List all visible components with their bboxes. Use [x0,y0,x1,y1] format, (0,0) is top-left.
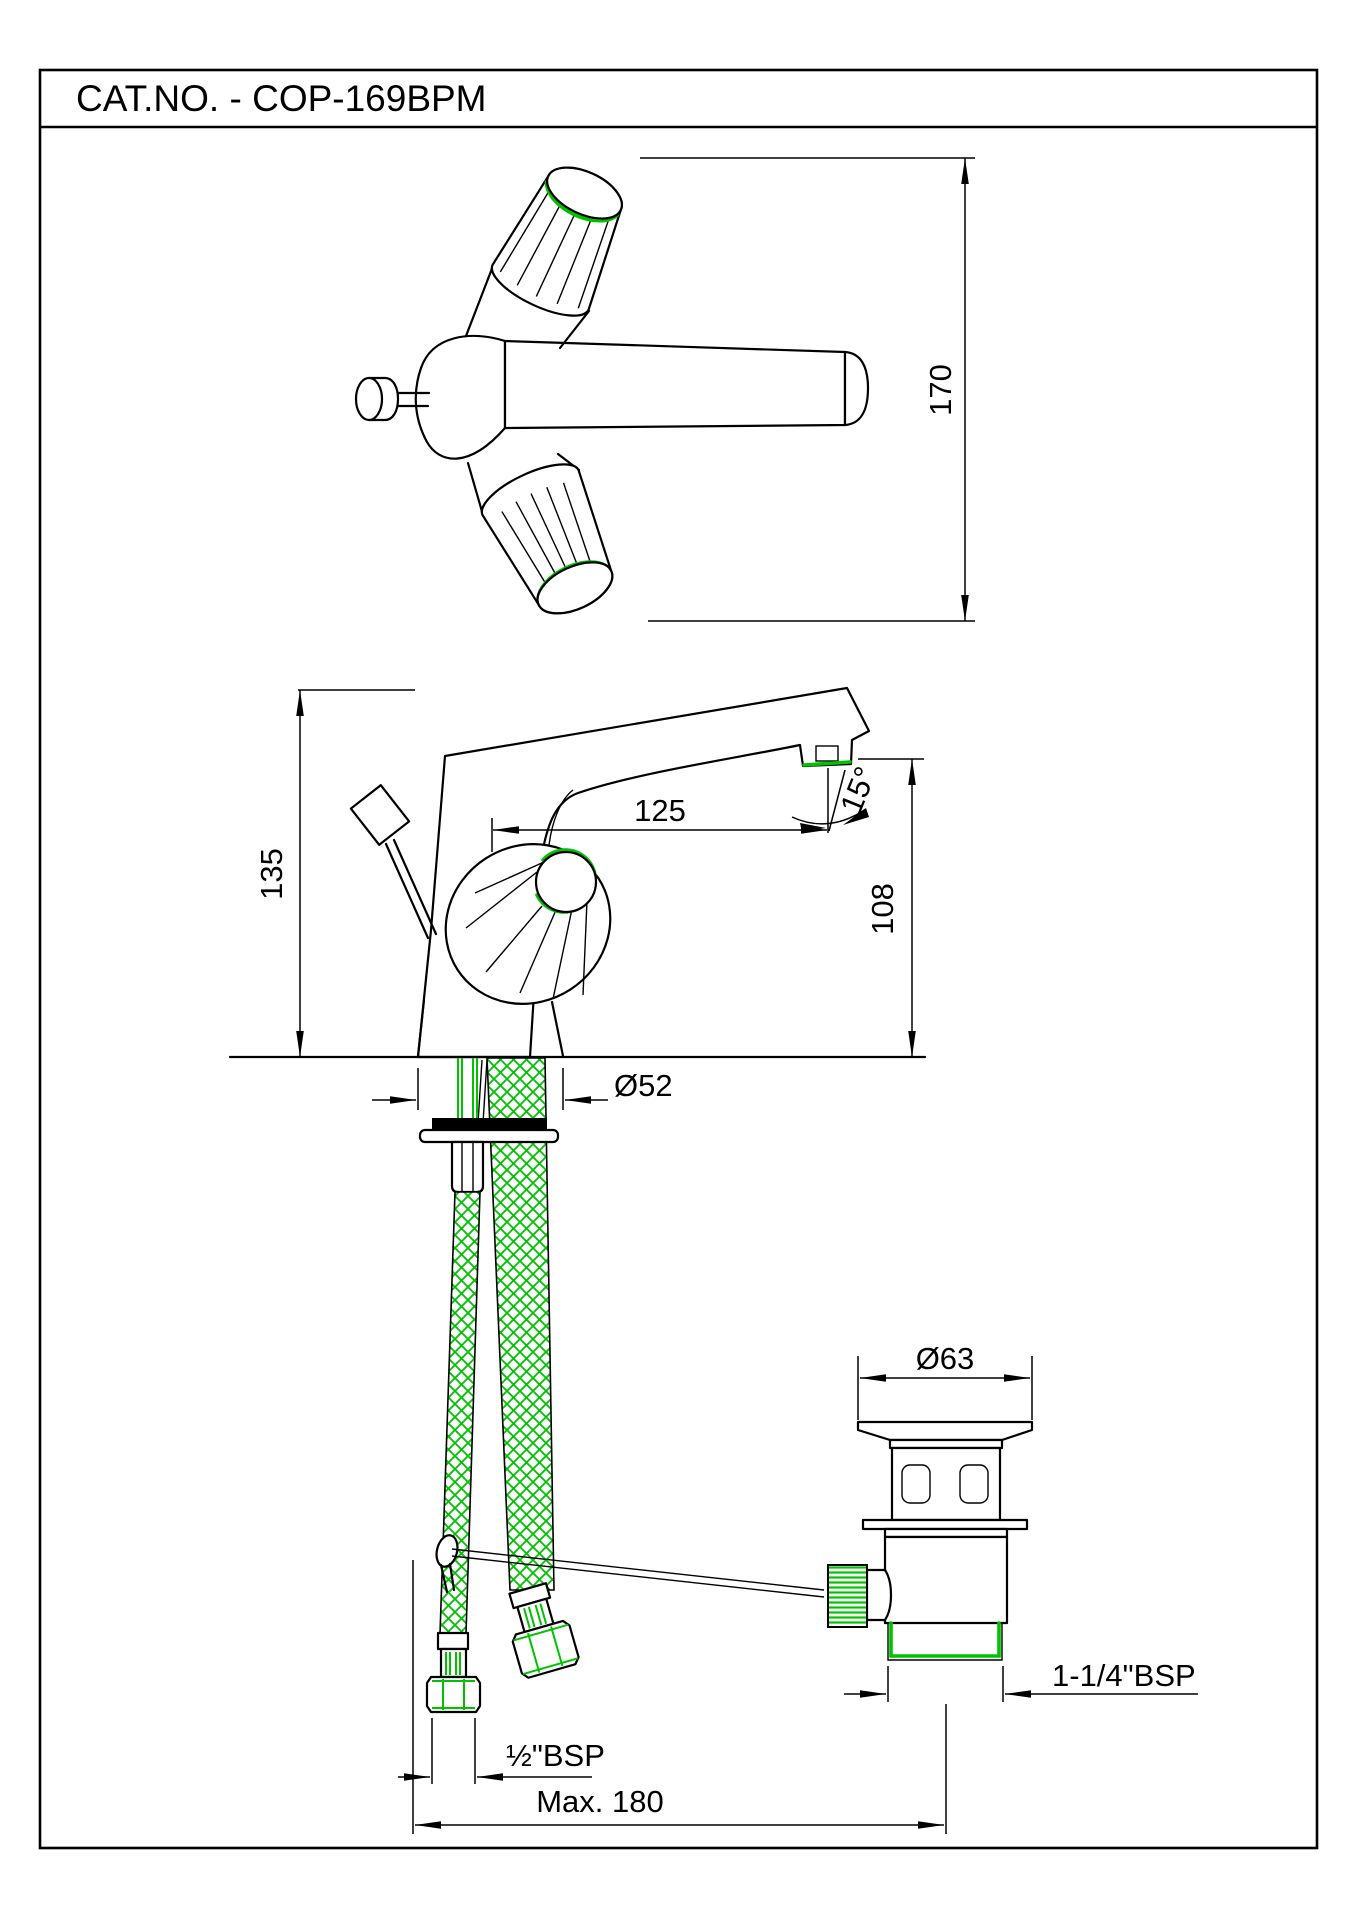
dim-max-180: Max. 180 [412,1560,947,1834]
dim-half-bsp-label: ½"BSP [506,1738,605,1773]
dim-108-label: 108 [865,883,900,935]
waste-lower-body [883,1535,1009,1625]
dim-135: 135 [254,689,415,1057]
waste-flange [856,1420,1034,1442]
dim-135-label: 135 [254,848,289,900]
dim-125: 125 [491,768,829,852]
top-view-popup-rod [354,376,431,422]
waste-slotted-body [890,1446,1002,1522]
dim-52-label: Ø52 [614,1068,673,1103]
aerator-green-face [802,760,852,767]
dim-170-label: 170 [923,364,958,416]
top-view-spout [503,339,870,430]
hose-right-braid [486,1057,555,1591]
hose-right-fitting [508,1582,580,1679]
aerator [802,745,852,767]
hot-knob-green-ring [544,180,620,223]
pop-up-waste: Ø63 1-1/4"BSP [827,1341,1198,1702]
mounting-nut [450,1140,485,1194]
dim-inch-bsp: 1-1/4"BSP [844,1658,1198,1702]
dim-108: 108 [858,758,924,1057]
dim-52: Ø52 [372,1068,673,1110]
dim-half-bsp: ½"BSP [398,1718,605,1784]
waste-knurled-nut [827,1564,868,1628]
base-gasket [432,1118,547,1130]
hose-left-fitting [425,1631,482,1714]
dim-15deg: 15° [791,762,883,832]
dim-63: Ø63 [857,1341,1033,1420]
catalog-number: CAT.NO. - COP-169BPM [76,78,487,119]
top-view-hot-knob [490,166,623,317]
waste-side-inlet [865,1568,893,1622]
top-view-cold-knob [480,463,614,615]
waste-tail-thread [887,1621,1003,1661]
supply-hoses: ½"BSP [398,1057,605,1784]
top-view: 170 [354,157,975,622]
dim-63-label: Ø63 [916,1341,975,1376]
dim-125-label: 125 [634,793,686,828]
title-block: CAT.NO. - COP-169BPM [38,68,1319,1850]
dim-max-180-label: Max. 180 [536,1784,664,1819]
dim-inch-bsp-label: 1-1/4"BSP [1052,1658,1196,1693]
dim-170: 170 [640,157,975,622]
front-popup-rod [349,784,438,940]
popup-linkage [435,1534,825,1598]
front-view: 135 125 15° 108 Ø52 [228,686,927,1110]
front-boss-line [548,789,574,846]
top-view-body [414,334,507,460]
dim-15-label: 15° [833,762,883,819]
page-border [38,68,1319,1850]
front-knob [444,843,612,1005]
mounting-flange [418,1128,560,1144]
